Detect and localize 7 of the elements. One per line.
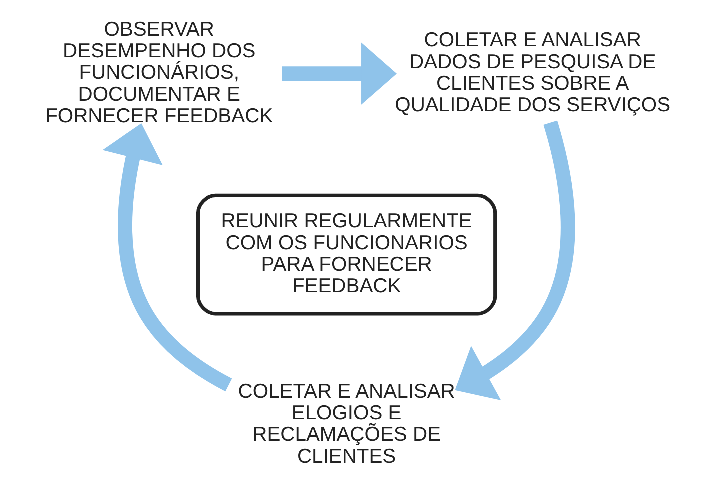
node-text: COLETAR E ANALISAR ELOGIOS E RECLAMAÇÕES DE CLIENTES: [238, 380, 455, 468]
arrow: [282, 42, 396, 105]
arrow: [102, 123, 232, 392]
node-text: OBSERVAR DESEMPENHO DOS FUNCIONÁRIOS, DOCUMENTAR E FORNECER FEEDBACK: [45, 18, 273, 128]
node-text: COLETAR E ANALISAR DADOS DE PESQUISA DE CLIENTES SOBRE A QUALIDADE DOS SERVIÇOS: [394, 30, 670, 117]
node-box: REUNIR REGULARMENTE COM OS FUNCIONARIOS PARA FORNECER FEEDBACK: [196, 194, 497, 316]
arrow: [454, 120, 575, 401]
